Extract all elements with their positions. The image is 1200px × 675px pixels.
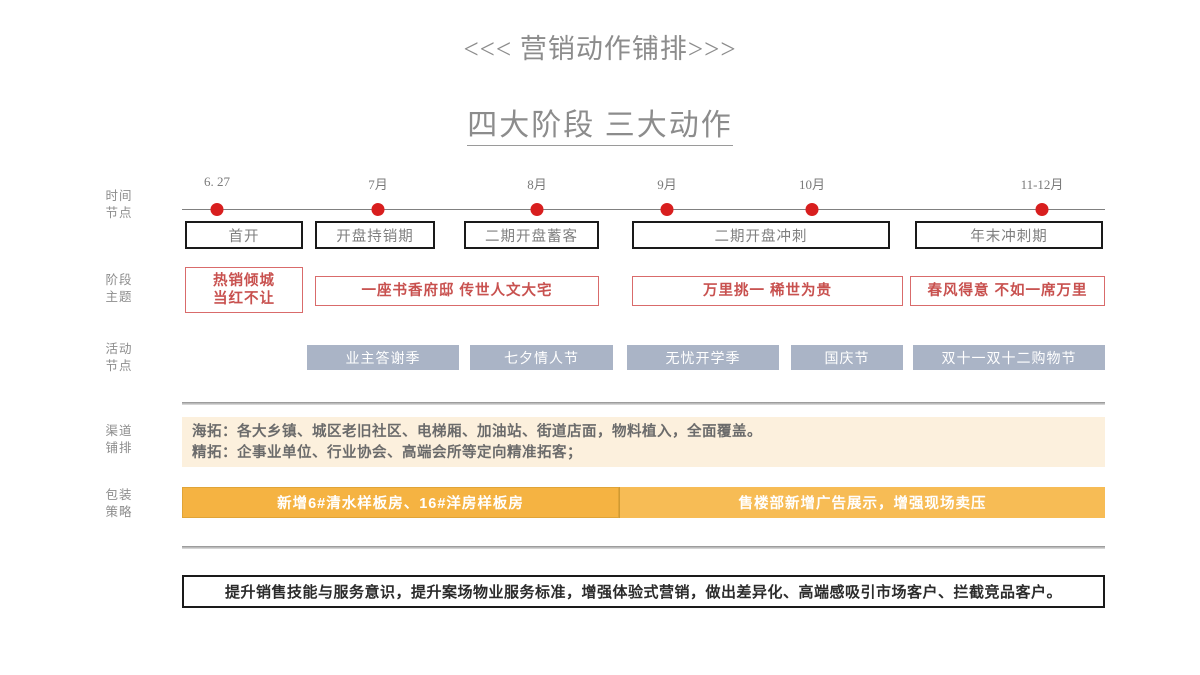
page-subtitle-text: 四大阶段 三大动作 [467,109,733,146]
stage-theme-box[interactable]: 热销倾城 当红不让 [185,267,303,313]
stage-theme-box[interactable]: 万里挑一 稀世为贵 [632,276,903,306]
timeline-marker-dot [371,203,385,216]
activity-node-box[interactable]: 双十一双十二购物节 [913,345,1105,370]
row-label-activity-nodes: 活动 节点 [105,342,133,373]
timeline-phase-box[interactable]: 年末冲刺期 [915,221,1103,249]
timeline-tick-label: 11-12月 [1020,177,1064,192]
timeline-marker-dot [530,203,544,216]
activity-node-box[interactable]: 业主答谢季 [307,345,459,370]
row-label-packaging: 包装 策略 [105,488,133,519]
channel-panel: 海拓：各大乡镇、城区老旧社区、电梯厢、加油站、街道店面，物料植入，全面覆盖。 精… [182,417,1105,467]
timeline-tick-label: 9月 [657,177,677,192]
page-title: <<< 营销动作铺排>>> [463,34,737,64]
timeline-axis [182,209,1105,210]
divider-above-channel [182,402,1105,405]
timeline-phase-box[interactable]: 二期开盘蓄客 [464,221,599,249]
stage-theme-box[interactable]: 春风得意 不如一席万里 [910,276,1105,306]
activity-node-box[interactable]: 无忧开学季 [627,345,779,370]
packaging-bar: 新增6#清水样板房、16#洋房样板房 售楼部新增广告展示，增强现场卖压 [182,487,1105,518]
page-subtitle: 四大阶段 三大动作 [0,100,1200,146]
timeline-tick-label: 7月 [368,177,388,192]
summary-banner: 提升销售技能与服务意识，提升案场物业服务标准，增强体验式营销，做出差异化、高端感… [182,575,1105,608]
activity-node-box[interactable]: 国庆节 [791,345,903,370]
channel-line-1: 海拓：各大乡镇、城区老旧社区、电梯厢、加油站、街道店面，物料植入，全面覆盖。 [192,424,762,440]
row-label-stage-theme: 阶段 主题 [105,273,133,304]
divider-below-packaging [182,546,1105,549]
summary-text: 提升销售技能与服务意识，提升案场物业服务标准，增强体验式营销，做出差异化、高端感… [224,584,1062,601]
packaging-segment-2: 售楼部新增广告展示，增强现场卖压 [619,487,1105,518]
timeline-tick-label: 8月 [527,177,547,192]
timeline-tick-label: 10月 [798,177,826,192]
timeline-phase-box[interactable]: 首开 [185,221,303,249]
timeline-tick-label: 6. 27 [204,174,230,189]
timeline-phase-box[interactable]: 开盘持销期 [315,221,435,249]
row-label-channel: 渠道 铺排 [105,424,133,455]
timeline-marker-dot [1035,203,1049,216]
channel-line-2: 精拓：企事业单位、行业协会、高端会所等定向精准拓客； [192,445,582,461]
row-label-time-nodes: 时间 节点 [105,189,133,220]
timeline-marker-dot [210,203,224,216]
timeline-marker-dot [660,203,674,216]
timeline-marker-dot [805,203,819,216]
timeline-phase-box[interactable]: 二期开盘冲刺 [632,221,890,249]
packaging-segment-1: 新增6#清水样板房、16#洋房样板房 [182,487,619,518]
stage-theme-box[interactable]: 一座书香府邸 传世人文大宅 [315,276,599,306]
activity-node-box[interactable]: 七夕情人节 [470,345,613,370]
